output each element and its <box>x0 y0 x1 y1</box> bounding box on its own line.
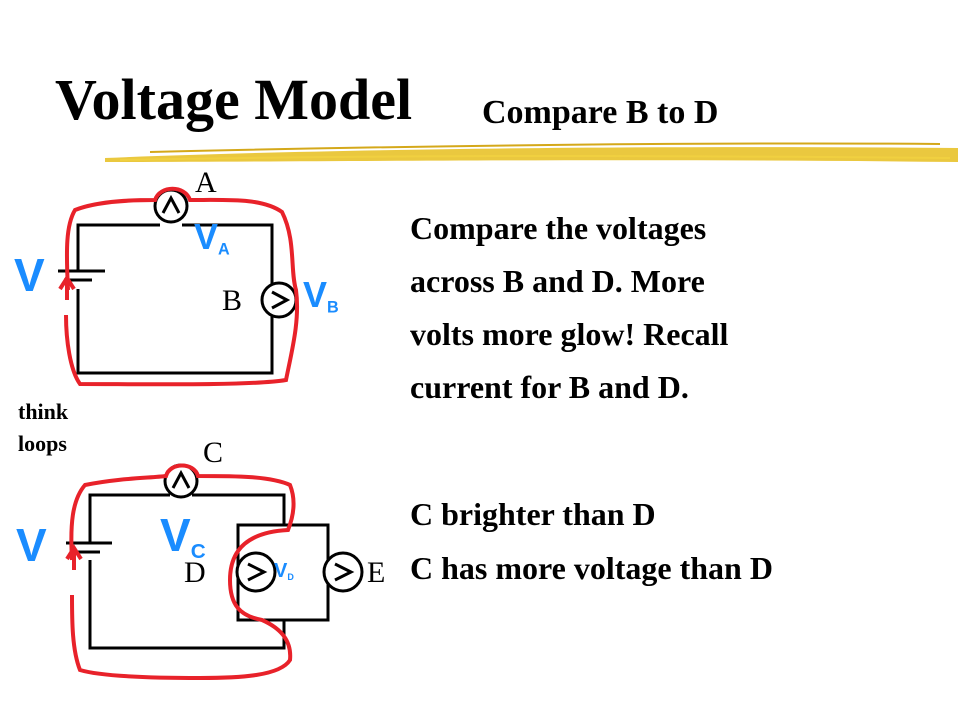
bottom-circuit <box>65 463 364 681</box>
paragraph-line-3: volts more glow! Recall <box>410 316 729 352</box>
bulb-e <box>322 551 364 593</box>
top-circuit <box>58 186 300 387</box>
answer-line-1: C brighter than D <box>410 496 656 532</box>
title-underline-highlight <box>105 147 958 162</box>
top-loop-path <box>64 186 300 387</box>
paragraph-line-4: current for B and D. <box>410 369 689 405</box>
bottom-circuit-wire <box>88 493 330 650</box>
label-d: D <box>184 556 206 589</box>
label-e: E <box>367 556 386 589</box>
bottom-loop-arrow <box>65 544 83 570</box>
page-subtitle: Compare B to D <box>482 94 719 131</box>
paragraph-line-1: Compare the voltages <box>410 210 707 246</box>
bulb-d <box>235 551 277 593</box>
think-loops-note: think loops <box>18 396 68 460</box>
voltage-label-vb: VB <box>303 274 339 317</box>
label-a: A <box>195 166 217 199</box>
battery-voltage-label-bottom: V <box>16 519 47 571</box>
voltage-label-vc: VC <box>160 509 206 564</box>
voltage-label-vd: VD <box>274 560 294 583</box>
think-loops-line-2: loops <box>18 431 67 456</box>
bulb-b <box>260 281 298 319</box>
think-loops-line-1: think <box>18 399 69 424</box>
page-title: Voltage Model <box>55 67 413 132</box>
top-circuit-wire <box>76 223 274 375</box>
label-c: C <box>203 436 224 469</box>
comparison-paragraph: Compare the voltages across B and D. Mor… <box>410 202 728 414</box>
answer-line-2: C has more voltage than D <box>410 550 773 586</box>
battery-voltage-label-top: V <box>14 249 45 301</box>
bottom-loop-path <box>69 463 296 681</box>
voltage-label-va: VA <box>194 216 230 259</box>
label-b: B <box>222 284 243 317</box>
paragraph-line-2: across B and D. More <box>410 263 705 299</box>
top-loop-arrow <box>58 274 76 300</box>
